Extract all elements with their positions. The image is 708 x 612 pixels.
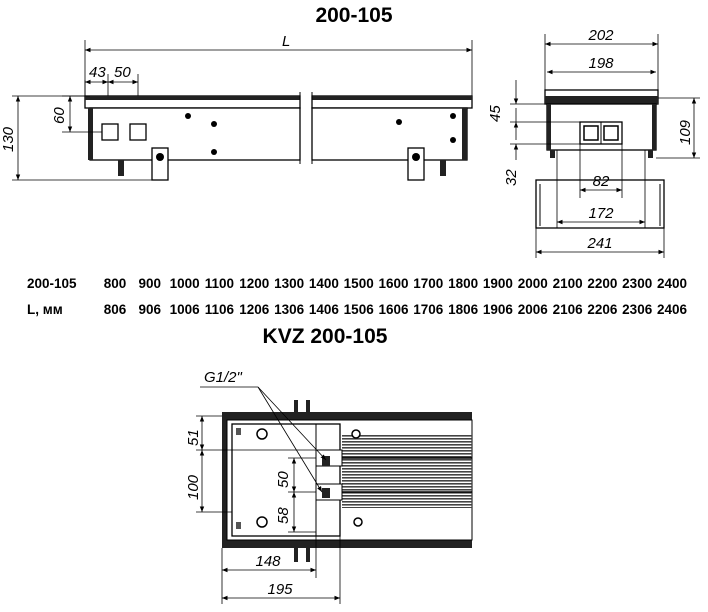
table-row2-cell: 906 [139, 302, 162, 317]
kvz-title: KVZ 200-105 [263, 325, 388, 348]
table-row2-cell: 1206 [239, 302, 270, 317]
table-row1-cell: 2400 [657, 276, 687, 291]
front-view: L 43 50 [0, 33, 473, 181]
table-row1-cell: 1400 [309, 276, 339, 291]
side-view: 202 198 45 109 32 [487, 27, 700, 258]
table-row1-cell: 2300 [622, 276, 652, 291]
table-row1-cell: 800 [104, 276, 127, 291]
dim-109-label: 109 [677, 119, 694, 145]
table-row2-cell: 806 [104, 302, 127, 317]
dim-32-label: 32 [503, 169, 520, 186]
table-row2-cell: 2406 [657, 302, 688, 317]
table-row2-cell: 2006 [518, 302, 549, 317]
table-row1-cell: 1600 [378, 276, 408, 291]
table-row1-cell: 1700 [413, 276, 443, 291]
table-row1-cell: 1900 [483, 276, 513, 291]
dim-length-label: L [282, 33, 290, 50]
dim-195-label: 195 [267, 581, 293, 598]
table-row1-cell: 1200 [239, 276, 269, 291]
table-row1-cell: 900 [139, 276, 162, 291]
dim-58-label: 58 [275, 507, 292, 524]
table-row1-cell: 1500 [344, 276, 374, 291]
table-row1-cell: 2200 [587, 276, 617, 291]
main-title: 200-105 [315, 4, 392, 27]
dim-82-label: 82 [593, 173, 610, 190]
dim-100-label: 100 [185, 474, 202, 500]
dim-51-label: 51 [185, 429, 202, 446]
dim-43-label: 43 [89, 64, 106, 81]
length-table: 200-105 L, мм 800 900 1000 1100 1200 1300 1400… [27, 276, 688, 317]
thread-label: G1/2" [204, 369, 243, 386]
table-row2-cell: 1506 [344, 302, 375, 317]
table-row1-cell: 1800 [448, 276, 478, 291]
table-row2-cell: 1606 [378, 302, 409, 317]
table-row2-cell: 2206 [587, 302, 618, 317]
table-row2-label: L, мм [27, 302, 63, 317]
dim-50-label: 50 [114, 64, 131, 81]
table-row1-cell: 1100 [205, 276, 234, 291]
table-row1-cell: 2100 [553, 276, 583, 291]
table-row2-cell: 1906 [483, 302, 514, 317]
table-row2-cell: 1706 [413, 302, 444, 317]
kvz-view: G1/2" 51 100 50 58 148 195 [185, 369, 473, 604]
table-row1-cell: 2000 [518, 276, 548, 291]
dim-130-label: 130 [0, 126, 17, 152]
dim-202-label: 202 [587, 27, 614, 44]
dim-198-label: 198 [588, 55, 614, 72]
dim-45-label: 45 [487, 105, 504, 122]
table-row1-cell: 1300 [274, 276, 304, 291]
table-row1-label: 200-105 [27, 276, 77, 291]
dim-60-label: 60 [51, 107, 68, 124]
dim-50b-label: 50 [275, 471, 292, 488]
table-row1-values: 800 900 1000 1100 1200 1300 1400 1500 1600 1700 18… [104, 276, 687, 291]
dim-241-label: 241 [586, 235, 612, 252]
dim-172-label: 172 [588, 205, 614, 222]
table-row2-cell: 1106 [205, 302, 235, 317]
table-row2-cell: 1006 [170, 302, 201, 317]
table-row2-cell: 1806 [448, 302, 479, 317]
table-row2-cell: 1406 [309, 302, 340, 317]
dim-148-label: 148 [255, 553, 281, 570]
table-row1-cell: 1000 [170, 276, 200, 291]
table-row2-cell: 1306 [274, 302, 305, 317]
table-row2-cell: 2106 [553, 302, 584, 317]
table-row2-cell: 2306 [622, 302, 653, 317]
